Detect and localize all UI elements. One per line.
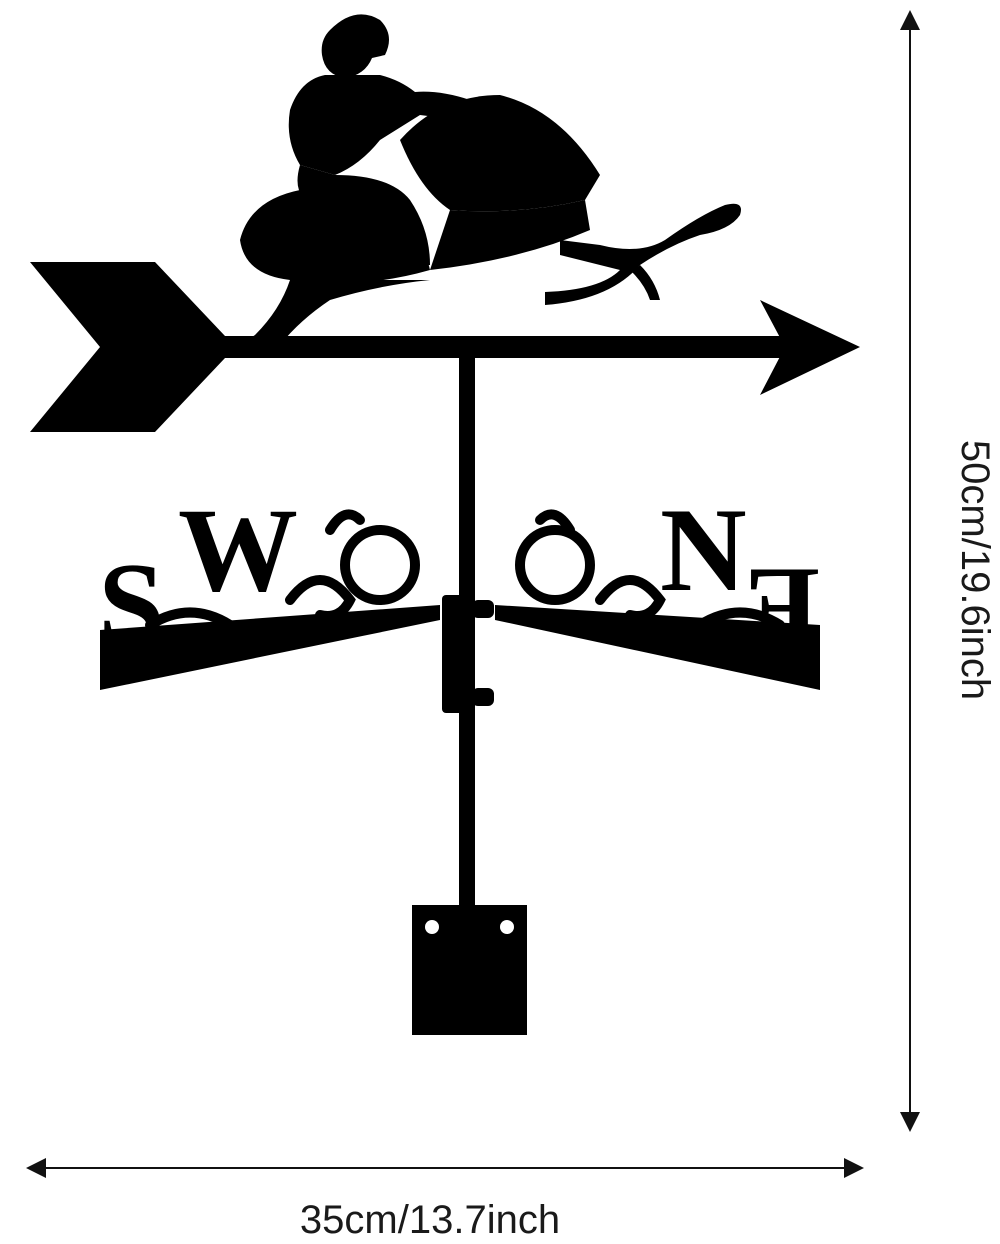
direction-s: S [98,538,165,671]
direction-w: W [178,483,298,616]
compass-arms [100,595,820,713]
decorative-scrolls [145,509,785,630]
direction-n: N [660,483,747,616]
direction-e: E [740,541,820,674]
direction-letters: S W N E [98,483,820,674]
snowmobile-rider-icon [240,14,741,345]
width-dimension-label: 35cm/13.7inch [299,1198,561,1242]
bracket-icon [412,905,527,1035]
arrow-icon [30,262,860,432]
pole [459,358,475,928]
height-dimension-label: 50cm/19.6inch [953,439,997,701]
